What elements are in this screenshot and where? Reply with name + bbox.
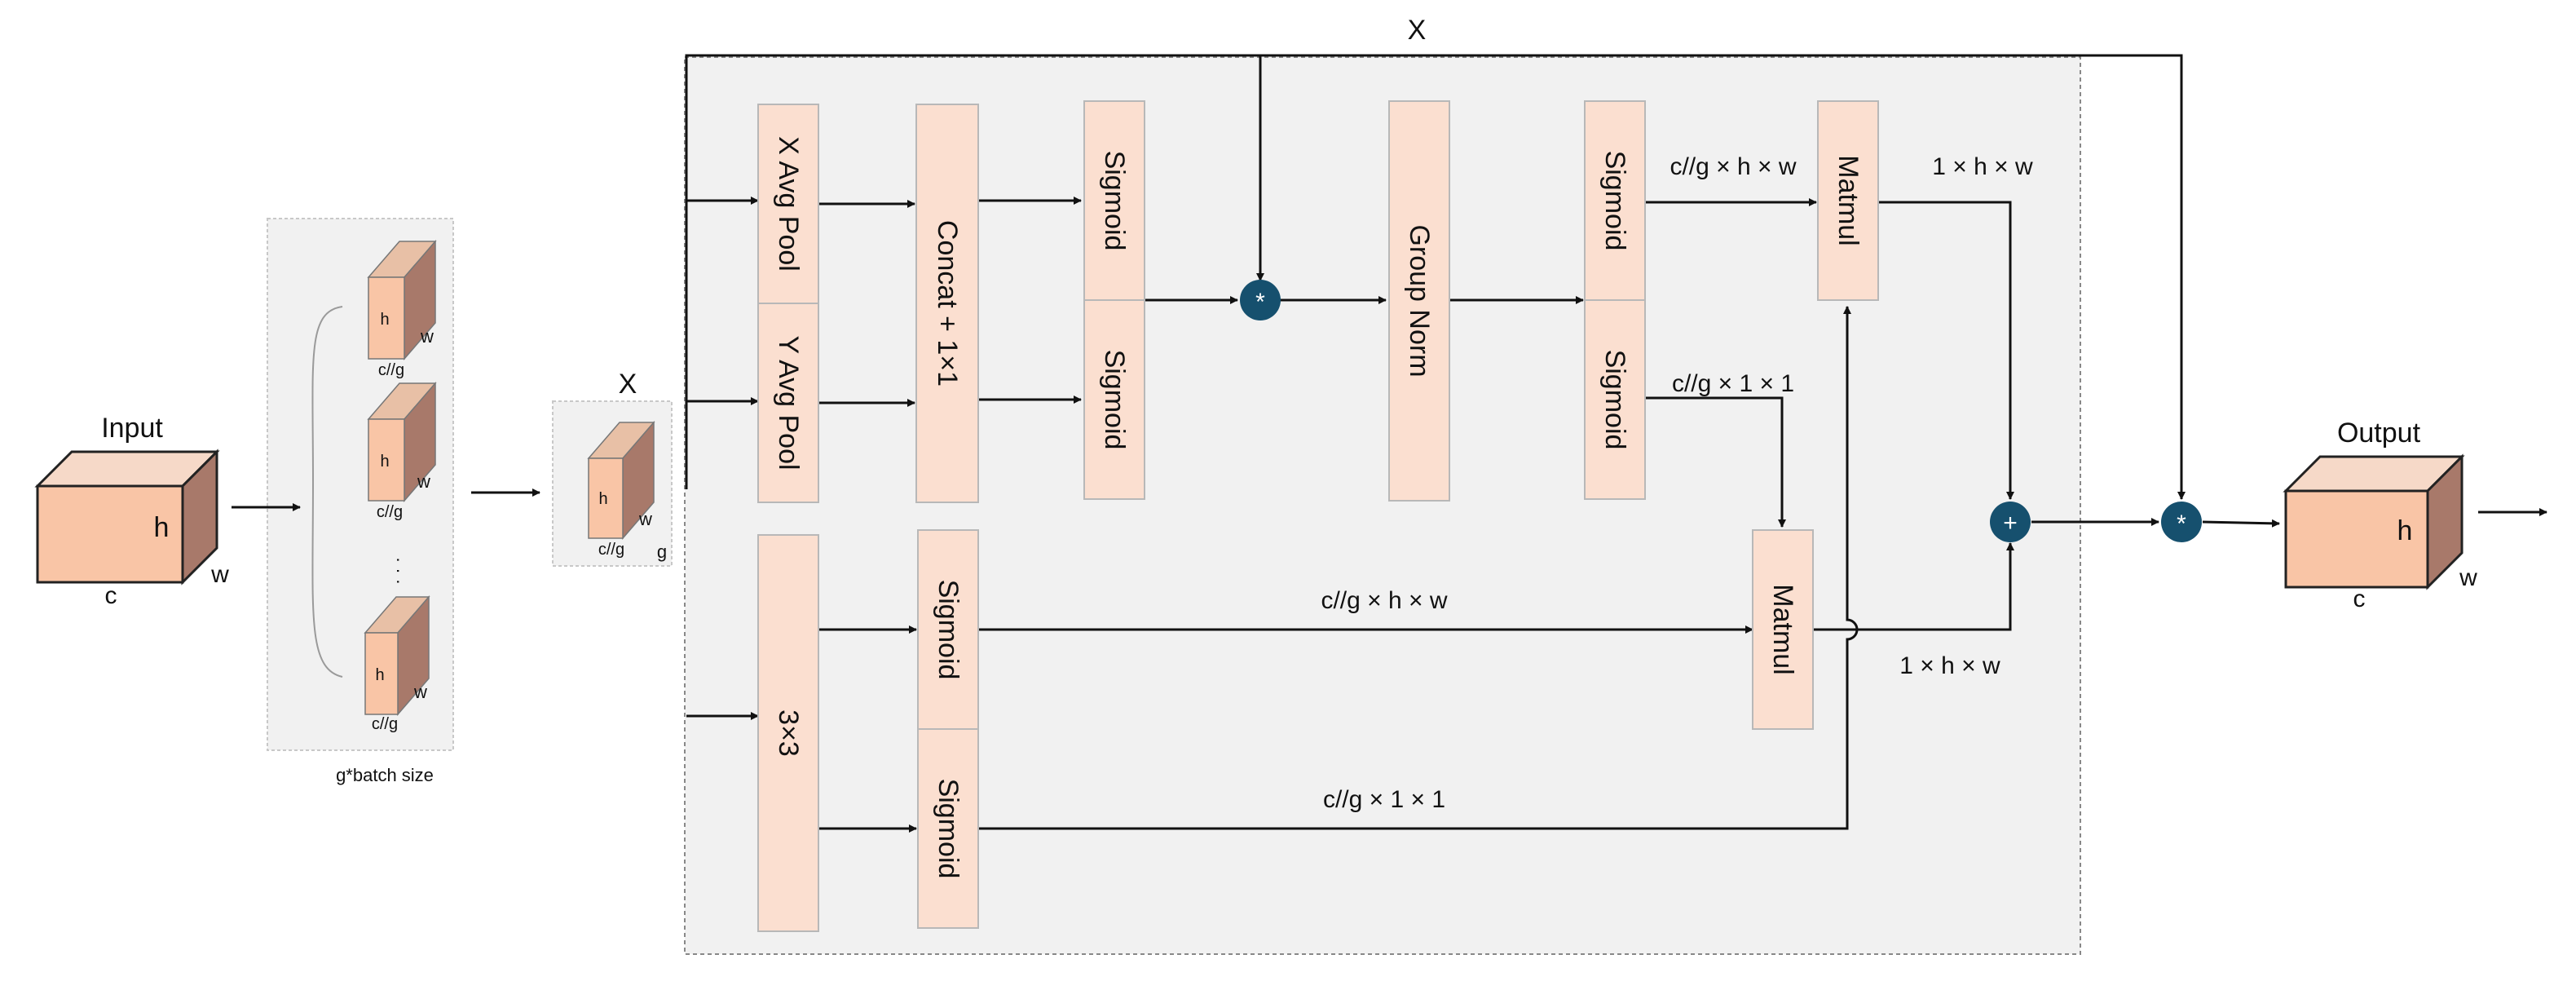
matmul-bottom-block	[1752, 529, 1814, 730]
output-tensor-cube	[2283, 453, 2465, 590]
edge-multiply-to-output	[2202, 519, 2280, 528]
group-ellipsis: · · ·	[389, 557, 409, 585]
sigmoid-gn-bottom-block	[1584, 299, 1646, 500]
sigmoid-y-block	[1083, 299, 1145, 500]
multiply-operator-2-symbol: *	[2177, 510, 2186, 537]
y-avg-pool-label: Y Avg Pool	[773, 335, 804, 470]
sigmoid-x-block	[1083, 100, 1145, 301]
label-cg-h-w-bottom: c//g × h × w	[1321, 587, 1447, 614]
matmul-bottom-label: Matmul	[1767, 584, 1798, 674]
group-cube-3-h: h	[375, 666, 384, 684]
group-bracket	[311, 306, 343, 678]
multiply-operator-2	[2161, 502, 2202, 542]
sigmoid-y-label: Sigmoid	[1099, 350, 1130, 450]
label-cg-1-1-bottom: c//g × 1 × 1	[1323, 786, 1445, 813]
group-norm-block	[1388, 100, 1450, 502]
sigmoid-gn-top-label: Sigmoid	[1599, 151, 1630, 251]
edge-sigmoid-to-matmul-bottom	[1645, 396, 1786, 528]
output-c-label: c	[2353, 586, 2366, 612]
edge-x-skip	[685, 54, 2186, 500]
concat-block	[915, 104, 979, 503]
conv3x3-label: 3×3	[773, 709, 804, 757]
edge-matmul-bottom-to-add	[1813, 542, 2014, 631]
matmul-top-block	[1817, 100, 1879, 301]
add-operator-symbol: +	[2003, 510, 2018, 537]
group-cube-2-cg: c//g	[377, 503, 403, 521]
edge-matmul-top-to-add	[1878, 201, 2014, 500]
sigmoid-conv-top-label: Sigmoid	[933, 580, 964, 680]
sigmoid-conv-bottom-label: Sigmoid	[933, 779, 964, 879]
group-cube-3-cg: c//g	[372, 715, 398, 733]
group-cube-2-w: w	[417, 471, 430, 492]
label-cg-1-1-top: c//g × 1 × 1	[1672, 370, 1794, 397]
input-w-label: w	[210, 561, 229, 588]
add-operator	[1990, 502, 2031, 542]
input-tensor-cube	[34, 449, 220, 586]
x-group-cg: c//g	[598, 541, 624, 559]
x-skip-label: X	[1408, 15, 1427, 46]
label-1-h-w-bottom: 1 × h × w	[1899, 652, 2000, 679]
group-cube-1	[367, 239, 437, 361]
x-group-title: X	[619, 369, 637, 400]
x-group-h: h	[598, 490, 607, 508]
label-cg-h-w-top: c//g × h × w	[1670, 153, 1796, 180]
multiply-operator-1	[1240, 280, 1281, 320]
sigmoid-conv-top-block	[917, 529, 979, 730]
concat-label: Concat + 1×1	[932, 220, 963, 387]
input-h-label: h	[154, 512, 170, 543]
conv3x3-block	[757, 534, 819, 932]
group-cube-1-cg: c//g	[378, 361, 404, 379]
label-1-h-w-top: 1 × h × w	[1932, 153, 2033, 180]
group-cube-2	[367, 381, 437, 503]
edge-sigmoid-bottom-to-matmul-top	[978, 306, 1859, 830]
matmul-top-label: Matmul	[1833, 155, 1864, 245]
input-c-label: c	[105, 582, 117, 609]
sigmoid-gn-top-block	[1584, 100, 1646, 301]
sigmoid-x-label: Sigmoid	[1099, 151, 1130, 251]
output-w-label: w	[2459, 564, 2477, 591]
x-group-w: w	[638, 509, 652, 529]
group-cube-3	[364, 594, 430, 717]
multiply-operator-1-symbol: *	[1255, 289, 1265, 316]
group-cube-1-w: w	[420, 326, 434, 347]
grouping-caption: g*batch size	[336, 765, 434, 785]
group-cube-1-h: h	[380, 311, 389, 329]
group-norm-label: Group Norm	[1404, 224, 1435, 377]
x-group-g: g	[657, 541, 667, 562]
group-cube-3-w: w	[413, 682, 427, 702]
output-title: Output	[2337, 418, 2421, 449]
y-avg-pool-block	[757, 303, 819, 503]
group-cube-2-h: h	[380, 453, 389, 471]
output-h-label: h	[2397, 515, 2413, 546]
sigmoid-conv-bottom-block	[917, 728, 979, 929]
x-group-cube	[587, 420, 655, 541]
input-title: Input	[101, 413, 163, 444]
sigmoid-gn-bottom-label: Sigmoid	[1599, 350, 1630, 450]
x-avg-pool-block	[757, 104, 819, 304]
x-avg-pool-label: X Avg Pool	[773, 136, 804, 272]
